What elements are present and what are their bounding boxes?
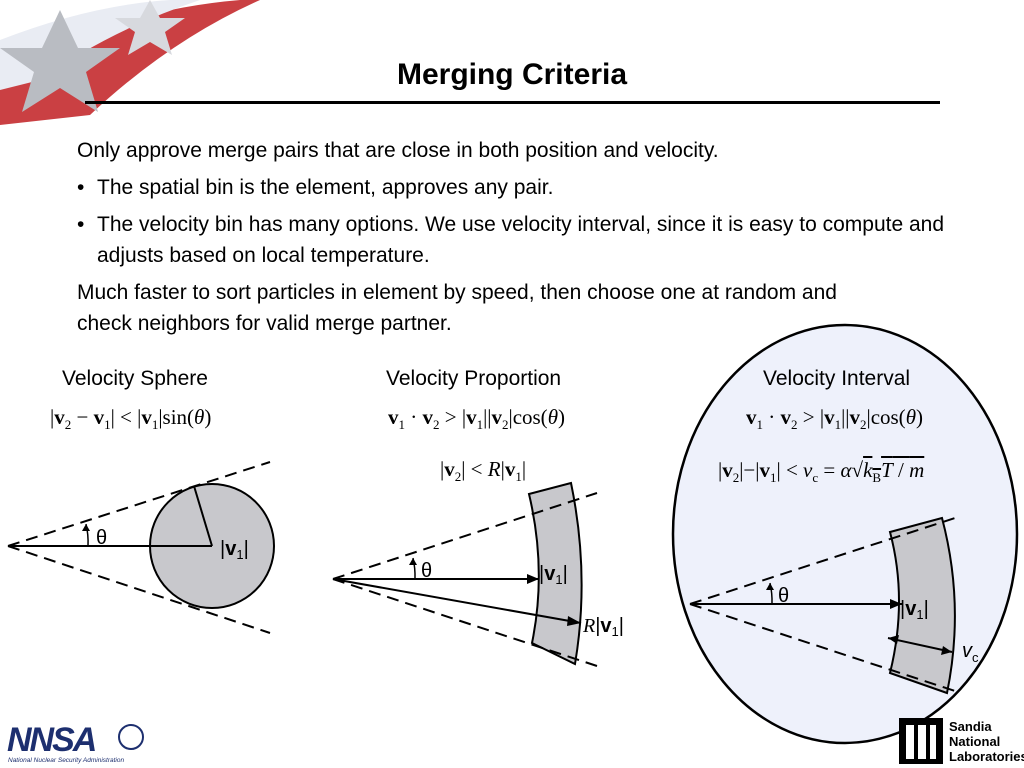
svg-text:NNSA: NNSA [7,721,96,759]
bullet-dot: • [77,213,85,236]
angle-label: θ [778,585,789,607]
velocity-sphere-diagram: θ |v1| [7,461,275,634]
svg-text:National: National [949,734,1000,749]
nnsa-caption: National Nuclear Security Administration [8,757,124,764]
equation-proportion-angle: v1 · v2 > |v1||v2|cos(θ) [388,405,566,433]
equation-proportion-ratio: |v2| < R|v1| [440,457,527,485]
outer-radius-label: R|v1| [582,615,624,639]
bullet-item: • The spatial bin is the element, approv… [77,172,957,203]
nnsa-logo: NNSA National Nuclear Security Administr… [7,721,144,764]
vector-label: |v1| [220,538,249,562]
vector-label: |v1| [539,563,568,587]
diagram-label-sphere: Velocity Sphere [62,367,208,390]
title-underline [85,101,940,104]
sandia-logo: Sandia National Laboratories [899,718,1024,764]
intro-text: Only approve merge pairs that are close … [77,139,719,162]
bullet-text: The spatial bin is the element, approves… [97,176,554,199]
equation-interval-width: |v2|−|v1| < vc = α√kBT / m [718,458,925,486]
decorative-star-graphic [0,0,260,125]
vector-label: |v1| [900,598,929,622]
diagram-label-proportion: Velocity Proportion [386,367,562,390]
interval-width-label: vc [962,640,979,665]
svg-text:Sandia: Sandia [949,719,992,734]
equation-interval-angle: v1 · v2 > |v1||v2|cos(θ) [746,405,924,433]
closing-text: Much faster to sort particles in element… [77,281,837,335]
bullet-text: The velocity bin has many options. We us… [97,213,945,267]
velocity-interval-diagram: θ |v1| vc [689,516,979,695]
page-title: Merging Criteria [396,58,628,91]
bullet-item: • The velocity bin has many options. We … [77,209,977,271]
velocity-proportion-diagram: θ |v1| R|v1| [332,481,624,667]
diagram-label-interval: Velocity Interval [763,367,911,390]
bullet-dot: • [77,176,85,199]
angle-label: θ [421,560,432,582]
svg-text:Laboratories: Laboratories [949,749,1024,764]
angle-label: θ [96,527,107,549]
equation-sphere: |v2 − v1| < |v1|sin(θ) [50,405,212,433]
